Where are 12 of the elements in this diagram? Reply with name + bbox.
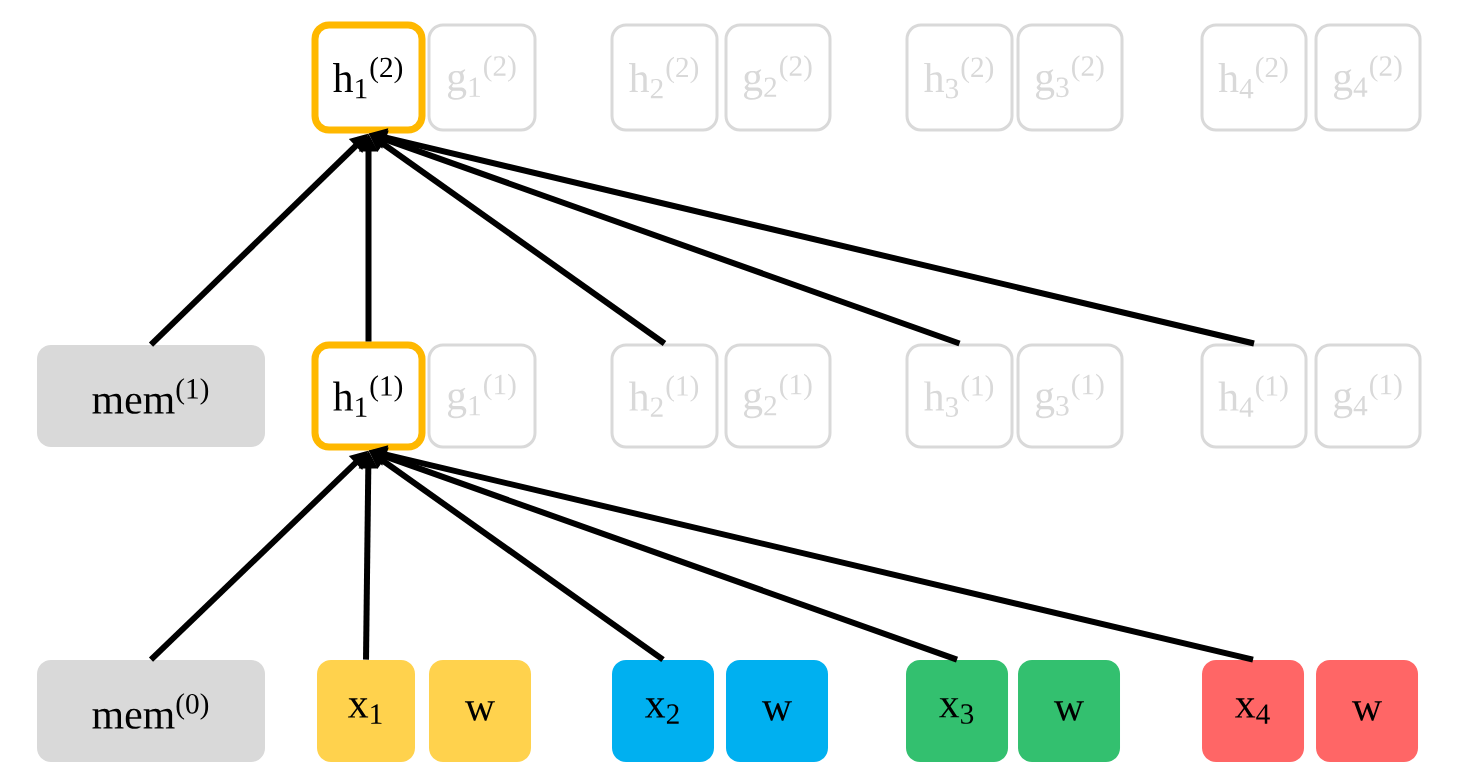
input-box: x$_{2}$ (612, 660, 714, 762)
input-box: w (1018, 660, 1120, 762)
input-box: w (1316, 660, 1418, 762)
input-box: x$_{3}$ (906, 660, 1008, 762)
input-box: w (429, 660, 531, 762)
input-box: w (726, 660, 828, 762)
highlighted-box: h$_{1}$(1) (311, 341, 426, 451)
input-box: x$_{4}$ (1202, 660, 1304, 762)
memory-box: mem$^{(0)}$ (37, 660, 265, 762)
input-box: x$_{1}$ (317, 660, 415, 762)
highlighted-box: h$_{1}$(2) (311, 21, 426, 134)
memory-box: mem$^{(1)}$ (37, 345, 265, 447)
